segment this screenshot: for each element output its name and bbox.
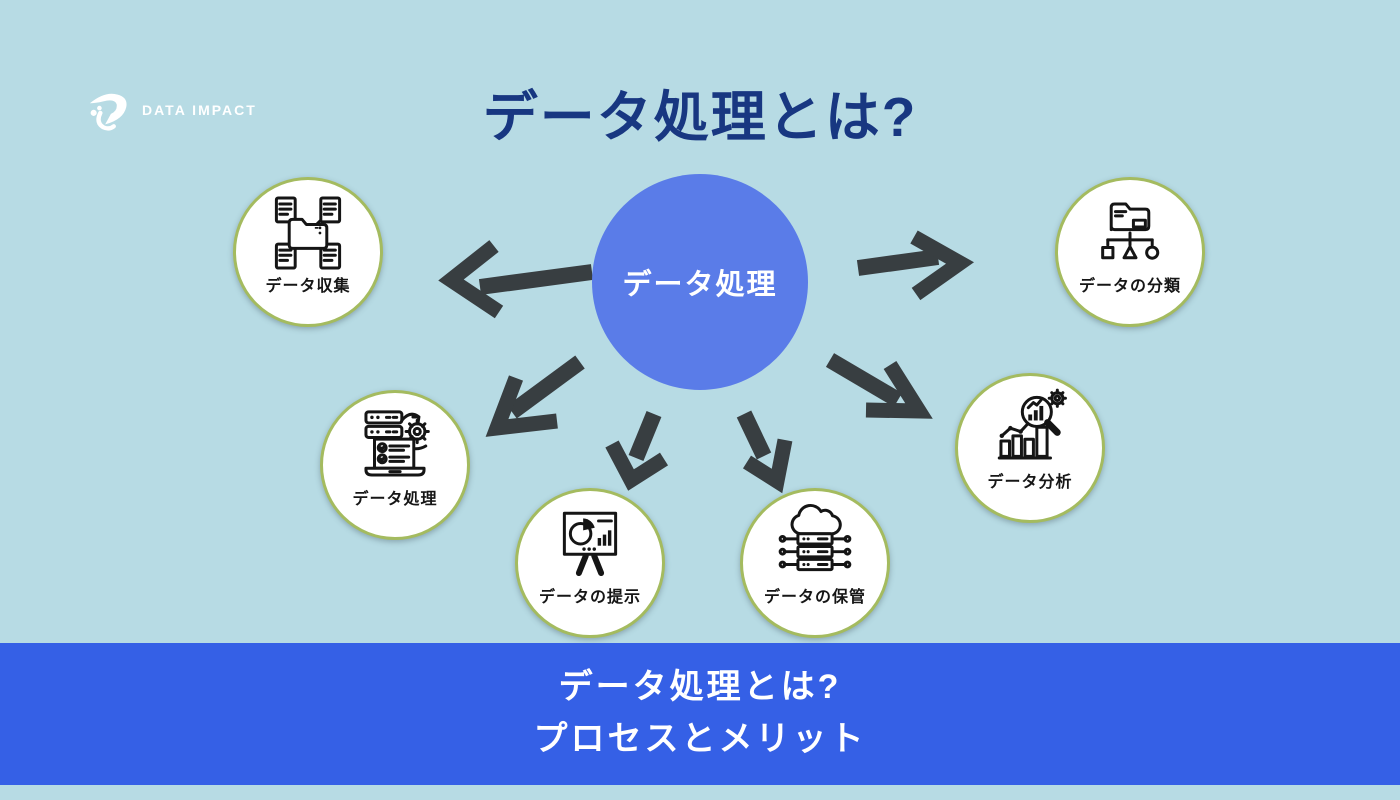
brand-logo-text: DATA IMPACT: [142, 102, 257, 118]
node-label: データ収集: [265, 278, 351, 295]
banner-line-1: データ処理とは?: [558, 668, 842, 707]
footer-banner: データ処理とは? プロセスとメリット: [0, 643, 1400, 785]
node-label: データの分類: [1078, 278, 1181, 295]
banner-line-2: プロセスとメリット: [533, 720, 867, 758]
node-data-storage: データの保管: [740, 488, 890, 638]
server-gear-laptop-icon: [354, 405, 436, 487]
presentation-easel-icon: [549, 503, 631, 585]
chart-magnifier-icon: [989, 388, 1071, 470]
node-label: データの保管: [763, 589, 866, 606]
data-impact-logo-icon: [89, 93, 127, 131]
cloud-server-icon: [774, 503, 856, 585]
arrow-to-data-analysis: [825, 353, 933, 419]
node-label: データ分析: [987, 474, 1073, 491]
node-data-analysis: データ分析: [955, 373, 1105, 523]
arrow-to-data-processing: [485, 355, 585, 437]
folder-documents-icon: [267, 192, 349, 274]
arrow-to-data-collection: [438, 240, 594, 319]
center-node: データ処理: [592, 174, 808, 390]
center-node-label: データ処理: [622, 269, 778, 301]
node-data-processing: データ処理: [320, 390, 470, 540]
arrow-to-data-storage: [736, 410, 793, 494]
folder-classification-icon: [1089, 192, 1171, 274]
brand-logo: DATA IMPACT: [86, 88, 257, 132]
node-label: データ処理: [352, 491, 438, 508]
arrow-to-data-classification: [856, 230, 975, 301]
node-data-classification: データの分類: [1055, 177, 1205, 327]
node-label: データの提示: [538, 589, 641, 606]
node-presentation-easel: データの提示: [515, 488, 665, 638]
arrow-to-data-presentation: [605, 410, 669, 491]
page-title: データ処理とは?: [482, 86, 918, 148]
node-data-collection: データ収集: [233, 177, 383, 327]
